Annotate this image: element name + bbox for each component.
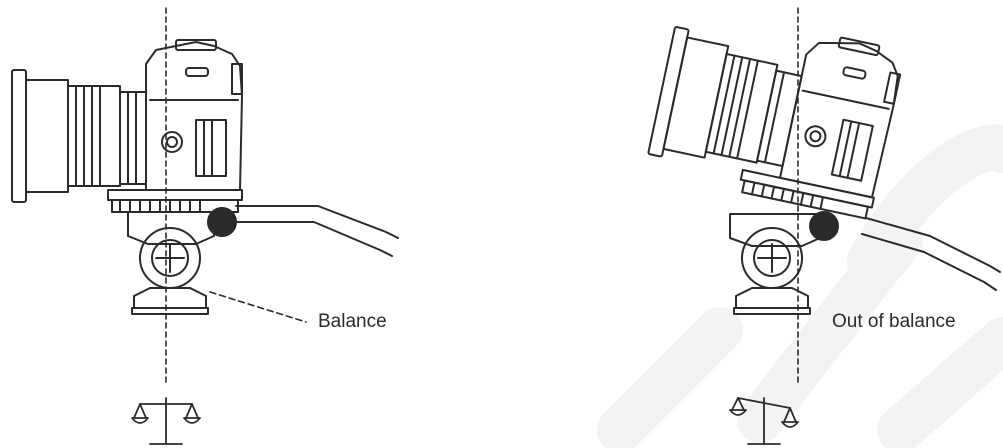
tilted-camera-group: [644, 3, 905, 219]
fluid-head-icon: [128, 212, 214, 314]
camera-icon: [146, 40, 242, 190]
fluid-head-icon: [730, 214, 820, 314]
balance-label: Balance: [318, 312, 387, 331]
lens-icon: [12, 70, 146, 202]
balance-callout-line: [210, 292, 306, 322]
lens-icon: [648, 27, 806, 182]
mounting-plate-icon: [738, 170, 874, 219]
balance-scale-icon: [132, 398, 200, 444]
pan-arm-icon: [208, 206, 398, 256]
balanced-rig: [12, 8, 398, 444]
out-of-balance-label: Out of balance: [832, 312, 956, 331]
watermark: [620, 148, 1003, 430]
